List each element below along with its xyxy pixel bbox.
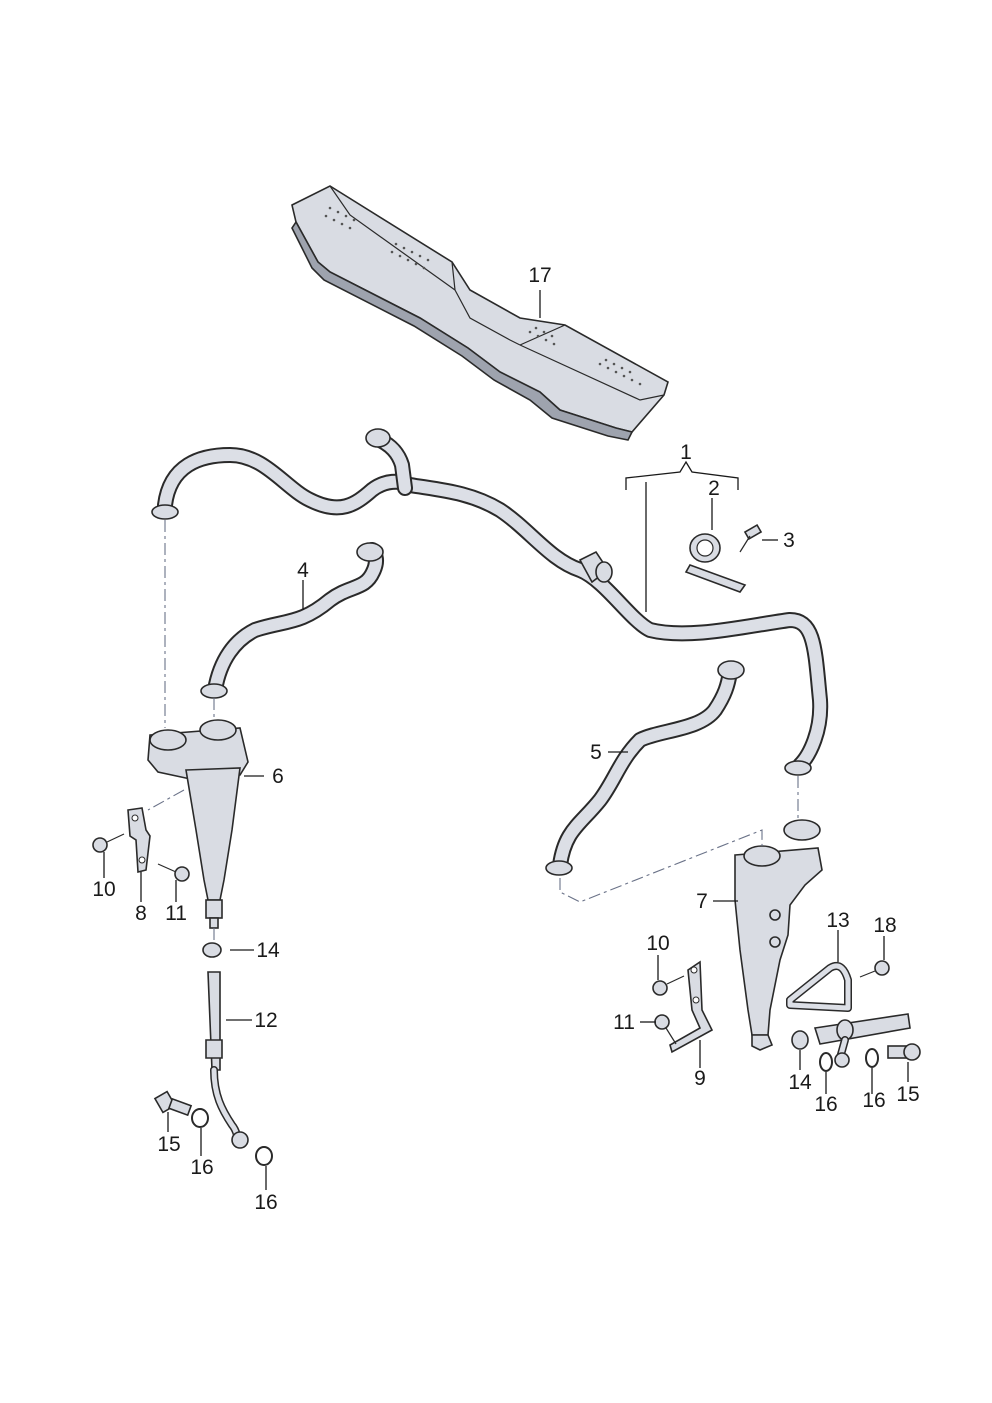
- bolt-18: [859, 960, 890, 978]
- callout-6: 6: [272, 765, 284, 788]
- callout-16-c: 16: [814, 1093, 837, 1116]
- hose-4: [200, 542, 384, 699]
- callout-12: 12: [254, 1009, 277, 1032]
- callout-16-d: 16: [862, 1089, 885, 1112]
- callout-9: 9: [694, 1067, 706, 1090]
- callout-7: 7: [696, 890, 708, 913]
- bracket-8: [127, 807, 151, 874]
- callout-16-b: 16: [254, 1191, 277, 1214]
- callout-8: 8: [135, 902, 147, 925]
- callout-11-left: 11: [165, 902, 187, 925]
- callout-14-left: 14: [256, 939, 280, 962]
- callout-11-right: 11: [613, 1011, 635, 1034]
- bolt-10-left: [92, 833, 125, 853]
- callout-labels: 1 2 3 4 5 6 7 8 9 10 10 11 11 12 13 14 1…: [92, 264, 919, 1214]
- callout-17: 17: [528, 264, 551, 287]
- callout-16-a: 16: [190, 1156, 213, 1179]
- leader-lines: [103, 290, 909, 1190]
- oil-return-line-13: [786, 961, 911, 1068]
- clamp-14-left: [202, 942, 222, 958]
- assembly-lines: [147, 520, 799, 942]
- engine-cover: [291, 185, 669, 441]
- callout-1: 1: [680, 441, 692, 464]
- bolt-11-right: [654, 1014, 677, 1045]
- callout-2: 2: [708, 477, 720, 500]
- callout-4: 4: [297, 559, 309, 582]
- cover-texture: [324, 206, 642, 386]
- bolt-10-right: [652, 975, 685, 996]
- banjo-bolt-15-left: [153, 1090, 193, 1117]
- main-breather-hose: [151, 428, 829, 776]
- callout-15-right: 15: [896, 1083, 919, 1106]
- seal-ring-16-c: [819, 1052, 833, 1072]
- callout-14-right: 14: [788, 1071, 812, 1094]
- banjo-bolt-15-right: [887, 1043, 921, 1061]
- oil-separator-left: [147, 719, 249, 929]
- bolt-11-left: [157, 863, 190, 882]
- bolt-3: [739, 523, 763, 553]
- callout-10-right: 10: [646, 932, 669, 955]
- hose-5: [545, 660, 745, 876]
- callout-13: 13: [826, 909, 849, 932]
- callout-15-left: 15: [157, 1133, 180, 1156]
- seal-ring-16-d: [865, 1048, 879, 1068]
- hose-clip-2: [684, 533, 747, 593]
- bracket-9: [669, 960, 714, 1054]
- oil-return-pipe-12: [205, 971, 249, 1149]
- callout-18: 18: [873, 914, 896, 937]
- seal-ring-16-a: [191, 1108, 209, 1128]
- callout-5: 5: [590, 741, 602, 764]
- oil-separator-right: [734, 819, 823, 1051]
- clamp-14-right: [791, 1030, 809, 1050]
- callout-3: 3: [783, 529, 795, 552]
- callout-10-left: 10: [92, 878, 115, 901]
- seal-ring-16-b: [255, 1146, 273, 1166]
